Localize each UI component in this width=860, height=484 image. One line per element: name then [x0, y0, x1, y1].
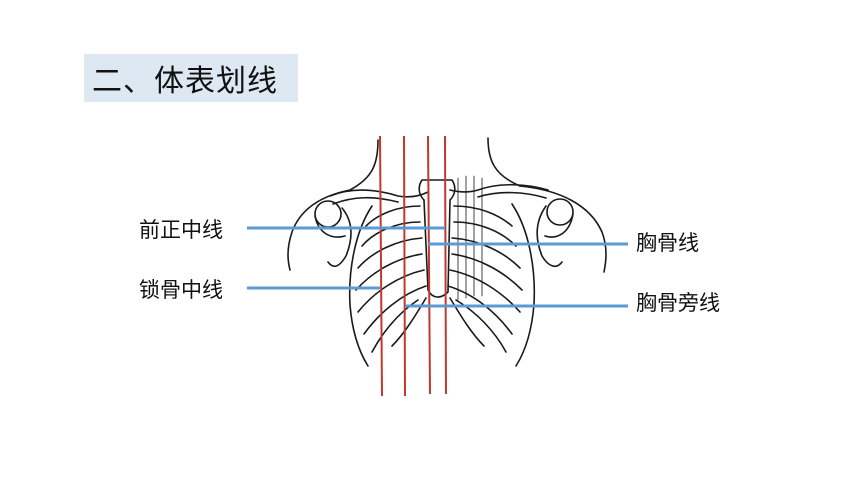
anterior-median-line-label: 前正中线: [139, 218, 223, 242]
parasternal-line-label: 胸骨旁线: [636, 291, 720, 315]
reference-lines: [379, 135, 447, 397]
parasternal-reference-line: [403, 135, 406, 397]
thorax-illustration: [287, 137, 607, 367]
leader-lines: [247, 226, 628, 308]
midclavicular-reference-line: [379, 135, 383, 397]
title-banner: 二、体表划线: [84, 54, 298, 102]
midclavicular-line-label: 锁骨中线: [139, 278, 223, 302]
page-title: 二、体表划线: [92, 64, 278, 99]
sternal-reference-line: [427, 135, 431, 395]
sternal-line-label: 胸骨线: [636, 231, 699, 255]
anterior-median-reference-line: [444, 135, 447, 395]
